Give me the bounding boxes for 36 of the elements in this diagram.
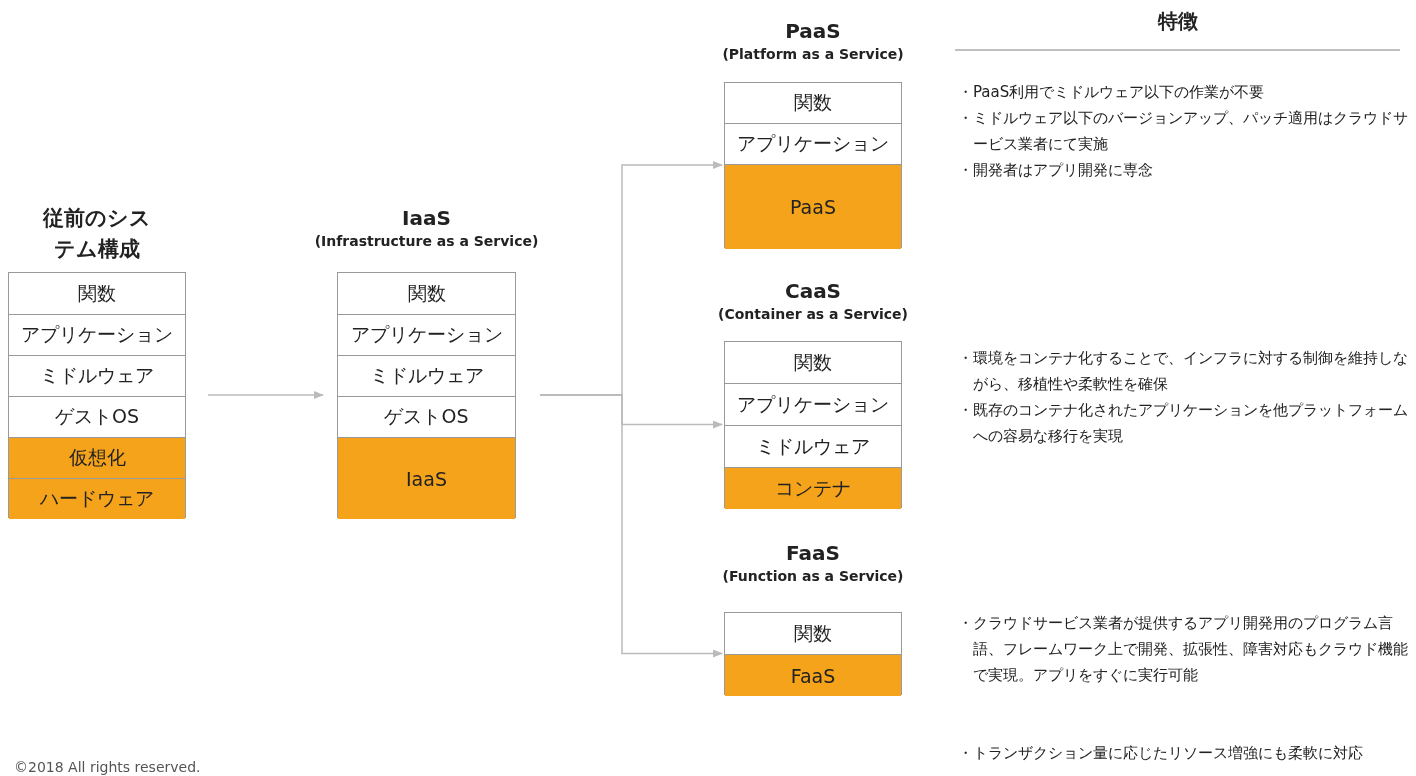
bullet-text: ・トランザクション量に応じたリソース増強にも柔軟に対応 — [958, 743, 1364, 764]
stack-subtitle: (Function as a Service) — [721, 567, 905, 586]
layer-row: コンテナ — [725, 467, 901, 509]
stack-title: IaaS — [401, 205, 452, 231]
stack-title: 従前のシステム構成 — [41, 205, 152, 263]
layer-row: FaaS — [725, 654, 901, 696]
layer-row: 仮想化 — [9, 437, 185, 478]
bullet-text: ・ミドルウェア以下のバージョンアップ、パッチ適用はクラウドサービス業者にて実施 — [958, 108, 1409, 155]
layer-row: ミドルウェア — [9, 355, 185, 396]
stack-title: FaaS — [785, 540, 841, 566]
stack-title: CaaS — [783, 278, 843, 304]
layer-row: アプリケーション — [338, 314, 515, 355]
arrow — [207, 391, 324, 399]
copyright-note: ©2018 All rights reserved. — [14, 758, 202, 776]
stack-subtitle: (Container as a Service) — [717, 305, 909, 324]
layer-row: ハードウェア — [9, 478, 185, 519]
layer-row: 関数 — [338, 273, 515, 314]
layer-row: IaaS — [338, 437, 515, 519]
layer-row: 関数 — [725, 342, 901, 383]
arrow — [539, 394, 723, 658]
stack-subtitle: (Platform as a Service) — [721, 45, 905, 64]
bullet-text: ・PaaS利用でミドルウェア以下の作業が不要 — [958, 82, 1266, 103]
layer-row: アプリケーション — [725, 383, 901, 425]
stack-title: PaaS — [784, 18, 842, 44]
layer-row: 関数 — [9, 273, 185, 314]
bullet-text: ・開発者はアプリ開発に専念 — [958, 160, 1154, 181]
bullet-text: ・環境をコンテナ化することで、インフラに対する制御を維持しながら、移植性や柔軟性を確保 — [958, 348, 1409, 395]
layer-row: 関数 — [725, 613, 901, 654]
stack-subtitle: (Infrastructure as a Service) — [313, 232, 540, 251]
layer-row: ミドルウェア — [338, 355, 515, 396]
bullet-text: ・クラウドサービス業者が提供するアプリ開発用のプログラム言語、フレームワーク上で開発、拡張性、障害対応もクラウド機能で実現。アプリをすぐに実行可能 — [958, 613, 1409, 686]
bullet-text: ・既存のコンテナ化されたアプリケーションを他プラットフォームへの容易な移行を実現 — [958, 400, 1409, 447]
column-heading: 特徴 — [1156, 8, 1199, 34]
layer-row: 関数 — [725, 83, 901, 123]
layer-row: アプリケーション — [9, 314, 185, 355]
layer-row: PaaS — [725, 164, 901, 249]
